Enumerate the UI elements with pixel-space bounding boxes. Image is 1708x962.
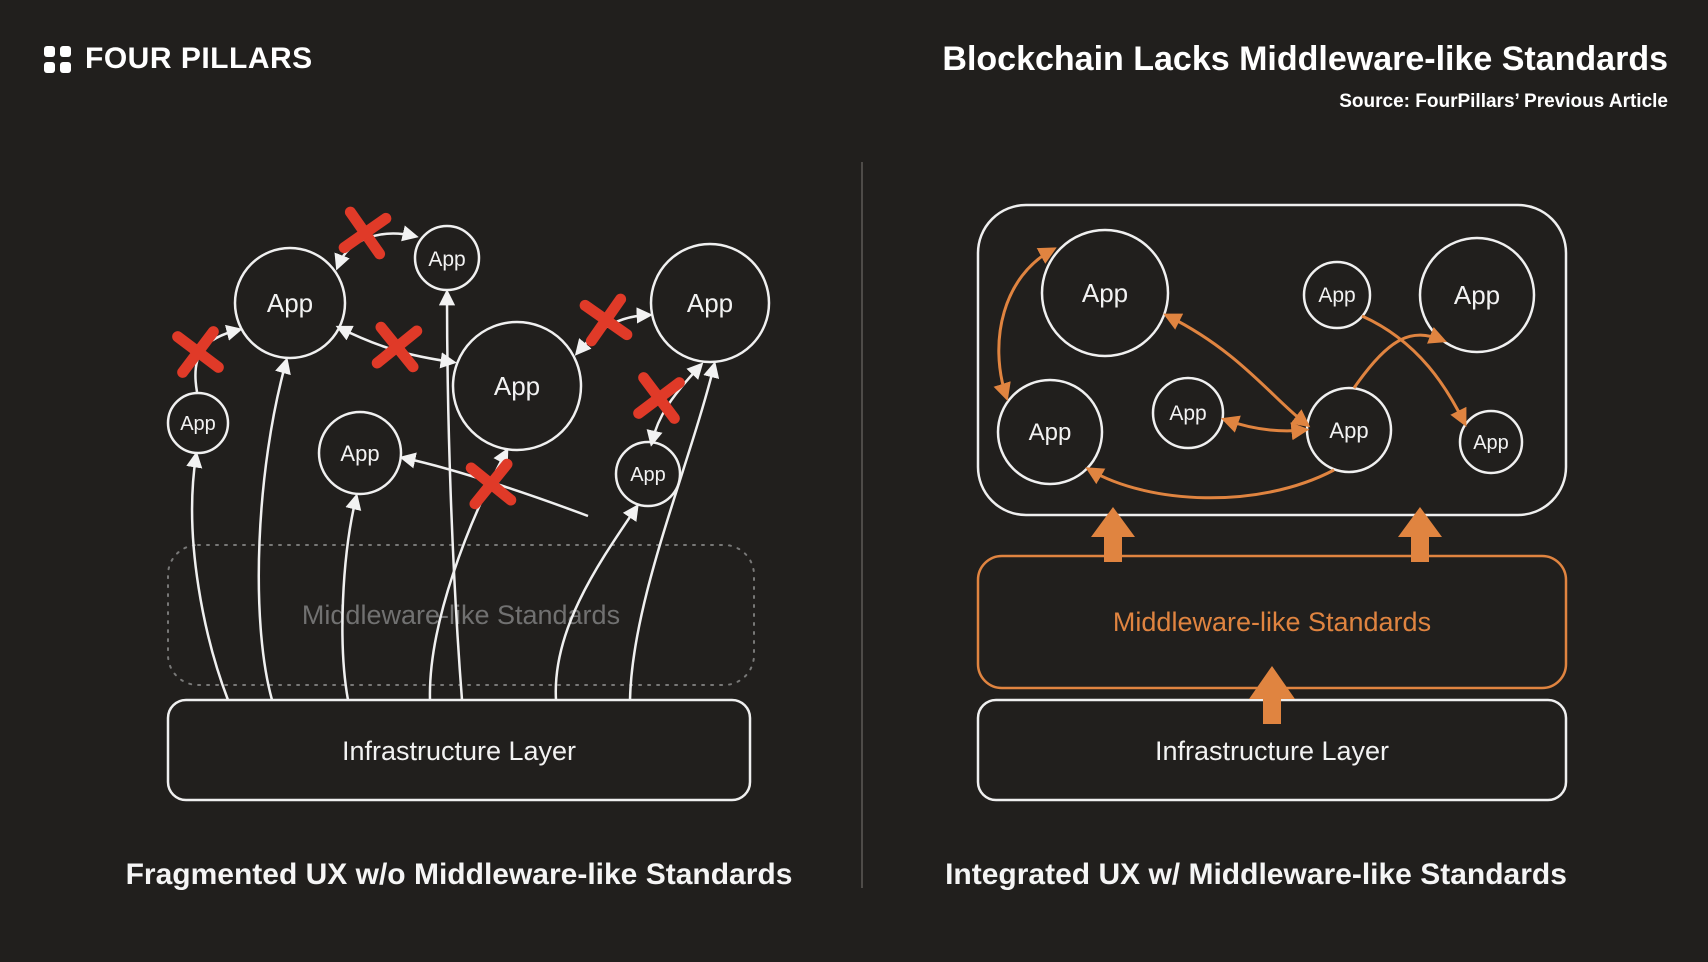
app-node: App: [996, 378, 1104, 486]
app-node-circle: [166, 391, 230, 455]
app-node-circle: [1302, 260, 1372, 330]
left-app-nodes: App App App App App App: [166, 224, 771, 508]
connection-arrow: [1361, 314, 1467, 427]
logo-dot: [60, 45, 71, 57]
broken-x-icon: [172, 326, 224, 378]
connection-arrow: [1163, 313, 1311, 428]
up-arrow-icon: [1249, 666, 1295, 724]
app-node-label: App: [180, 413, 216, 435]
infrastructure-box: [166, 698, 752, 802]
right-caption: Integrated UX w/ Middleware-like Standar…: [945, 858, 1567, 891]
right-app-nodes: App App App App App App: [996, 228, 1536, 486]
brand-text: FOUR PILLARS: [85, 42, 313, 75]
infra-line: [186, 451, 230, 701]
connection-arrow: [1220, 415, 1310, 441]
app-node-label: App: [1329, 418, 1368, 443]
broken-x-marks: [172, 206, 685, 510]
app-node: App: [451, 320, 583, 452]
left-panel: Middleware-like Standards App App: [126, 206, 793, 891]
app-node-label: App: [687, 288, 733, 318]
app-node: App: [317, 410, 403, 496]
connection-arrow: [1085, 467, 1335, 500]
title-block: Blockchain Lacks Middleware-like Standar…: [942, 40, 1668, 113]
broken-x-icon: [465, 458, 517, 510]
broken-x-icon: [633, 372, 685, 424]
app-node-circle: [1458, 409, 1524, 475]
middleware-label-muted: Middleware-like Standards: [302, 600, 620, 630]
logo-dot: [44, 45, 55, 57]
infrastructure-label: Infrastructure Layer: [342, 736, 576, 766]
app-node-circle: [1418, 236, 1536, 354]
app-node-label: App: [494, 371, 540, 401]
integrated-app-connections: [993, 247, 1467, 500]
app-node: App: [1040, 228, 1170, 358]
right-panel: App App App App App App: [945, 203, 1568, 891]
app-node-label: App: [1029, 419, 1072, 446]
four-pillars-logo-icon: [44, 45, 71, 73]
brand: FOUR PILLARS: [44, 42, 313, 76]
infrastructure-label: Infrastructure Layer: [1155, 736, 1389, 766]
infra-line: [341, 493, 362, 701]
app-node-label: App: [428, 248, 465, 271]
middleware-label: Middleware-like Standards: [1113, 607, 1431, 637]
app-node-label: App: [1454, 280, 1500, 310]
app-node: App: [1458, 409, 1524, 475]
app-node: App: [166, 391, 230, 455]
app-node-circle: [233, 246, 347, 360]
app-node-label: App: [630, 464, 666, 486]
app-node-label: App: [340, 441, 379, 466]
app-layer-container: [976, 203, 1568, 517]
app-node-label: App: [1169, 402, 1206, 425]
app-node: App: [1418, 236, 1536, 354]
broken-x-icon: [371, 321, 423, 373]
app-node: App: [1151, 376, 1225, 450]
connection-arrow: [993, 247, 1057, 402]
app-node-label: App: [1318, 284, 1355, 307]
app-node-label: App: [1082, 278, 1128, 308]
app-node: App: [649, 242, 771, 364]
app-node-circle: [649, 242, 771, 364]
broken-x-icon: [579, 293, 633, 347]
app-node: App: [1305, 386, 1393, 474]
flow-up-arrows: [1091, 507, 1442, 724]
up-arrow-icon: [1398, 507, 1442, 562]
app-node: App: [413, 224, 481, 292]
source-credit: Source: FourPillars’ Previous Article: [1339, 91, 1668, 112]
page-title: Blockchain Lacks Middleware-like Standar…: [942, 40, 1668, 78]
app-node-label: App: [267, 288, 313, 318]
connection-arrow: [1352, 326, 1448, 389]
app-node-circle: [451, 320, 583, 452]
logo-dot: [60, 61, 71, 73]
app-node: App: [233, 246, 347, 360]
up-arrow-icon: [1091, 507, 1135, 562]
broken-x-icon: [338, 206, 392, 260]
app-node: App: [1302, 260, 1372, 330]
infra-line: [554, 503, 639, 701]
infra-line: [257, 357, 291, 701]
left-caption: Fragmented UX w/o Middleware-like Standa…: [126, 858, 793, 891]
app-node: App: [614, 440, 682, 508]
logo-dot: [44, 61, 55, 73]
app-node-label: App: [1473, 432, 1509, 454]
